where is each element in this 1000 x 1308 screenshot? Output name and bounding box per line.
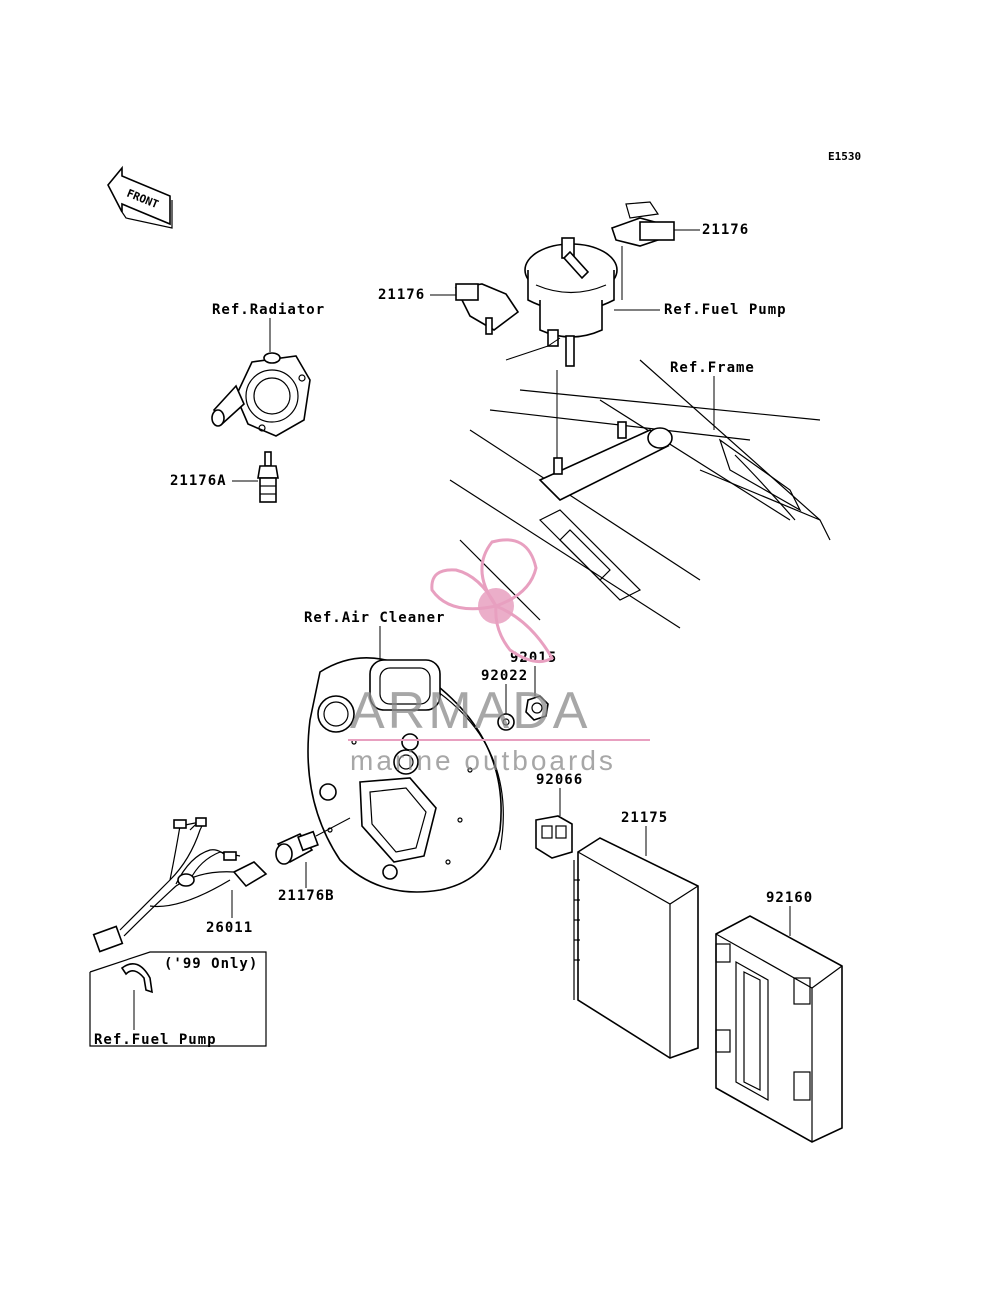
callout-ref-fuel-pump-box: Ref.Fuel Pump — [94, 1032, 217, 1048]
callout-21176B: 21176B — [278, 888, 335, 904]
wire-harness-26011 — [92, 817, 268, 953]
callout-ref-frame: Ref.Frame — [670, 360, 755, 376]
watermark-tagline: marine outboards — [350, 745, 616, 776]
callout-21176-left: 21176 — [378, 287, 425, 303]
front-arrow-icon: FRONT — [107, 165, 173, 229]
sensor-21176-top — [610, 201, 675, 300]
callout-92066: 92066 — [536, 772, 583, 788]
callout-ref-radiator: Ref.Radiator — [212, 302, 325, 318]
radiator-thermostat-housing — [211, 352, 311, 437]
ecu-21175 — [573, 837, 699, 1059]
watermark-brand: ARMADA — [350, 682, 590, 740]
diagram-code: E1530 — [828, 150, 861, 163]
callout-92160: 92160 — [766, 890, 813, 906]
fuel-pump-unit — [524, 237, 618, 367]
sensor-21176A — [257, 451, 279, 503]
frame-structure — [449, 359, 831, 629]
air-cleaner-plate — [307, 657, 504, 893]
callout-92022: 92022 — [481, 668, 528, 684]
callout-21175: 21175 — [621, 810, 668, 826]
callout-ref-air-cleaner: Ref.Air Cleaner — [304, 610, 445, 626]
inset-99-only — [89, 951, 267, 1047]
callout-21176-top: 21176 — [702, 222, 749, 238]
callout-99-only: ('99 Only) — [164, 956, 258, 972]
callout-26011: 26011 — [206, 920, 253, 936]
propeller-logo-icon — [430, 538, 555, 664]
callout-21176A: 21176A — [170, 473, 227, 489]
nut-92015 — [525, 695, 549, 721]
sensor-21176-left — [454, 283, 520, 335]
armada-watermark: ARMADA marine outboards — [348, 538, 650, 776]
callout-ref-fuel-pump-top: Ref.Fuel Pump — [664, 302, 787, 318]
connector-92066 — [535, 815, 573, 859]
sensor-21176B — [275, 817, 351, 865]
cover-92160 — [715, 915, 843, 1143]
